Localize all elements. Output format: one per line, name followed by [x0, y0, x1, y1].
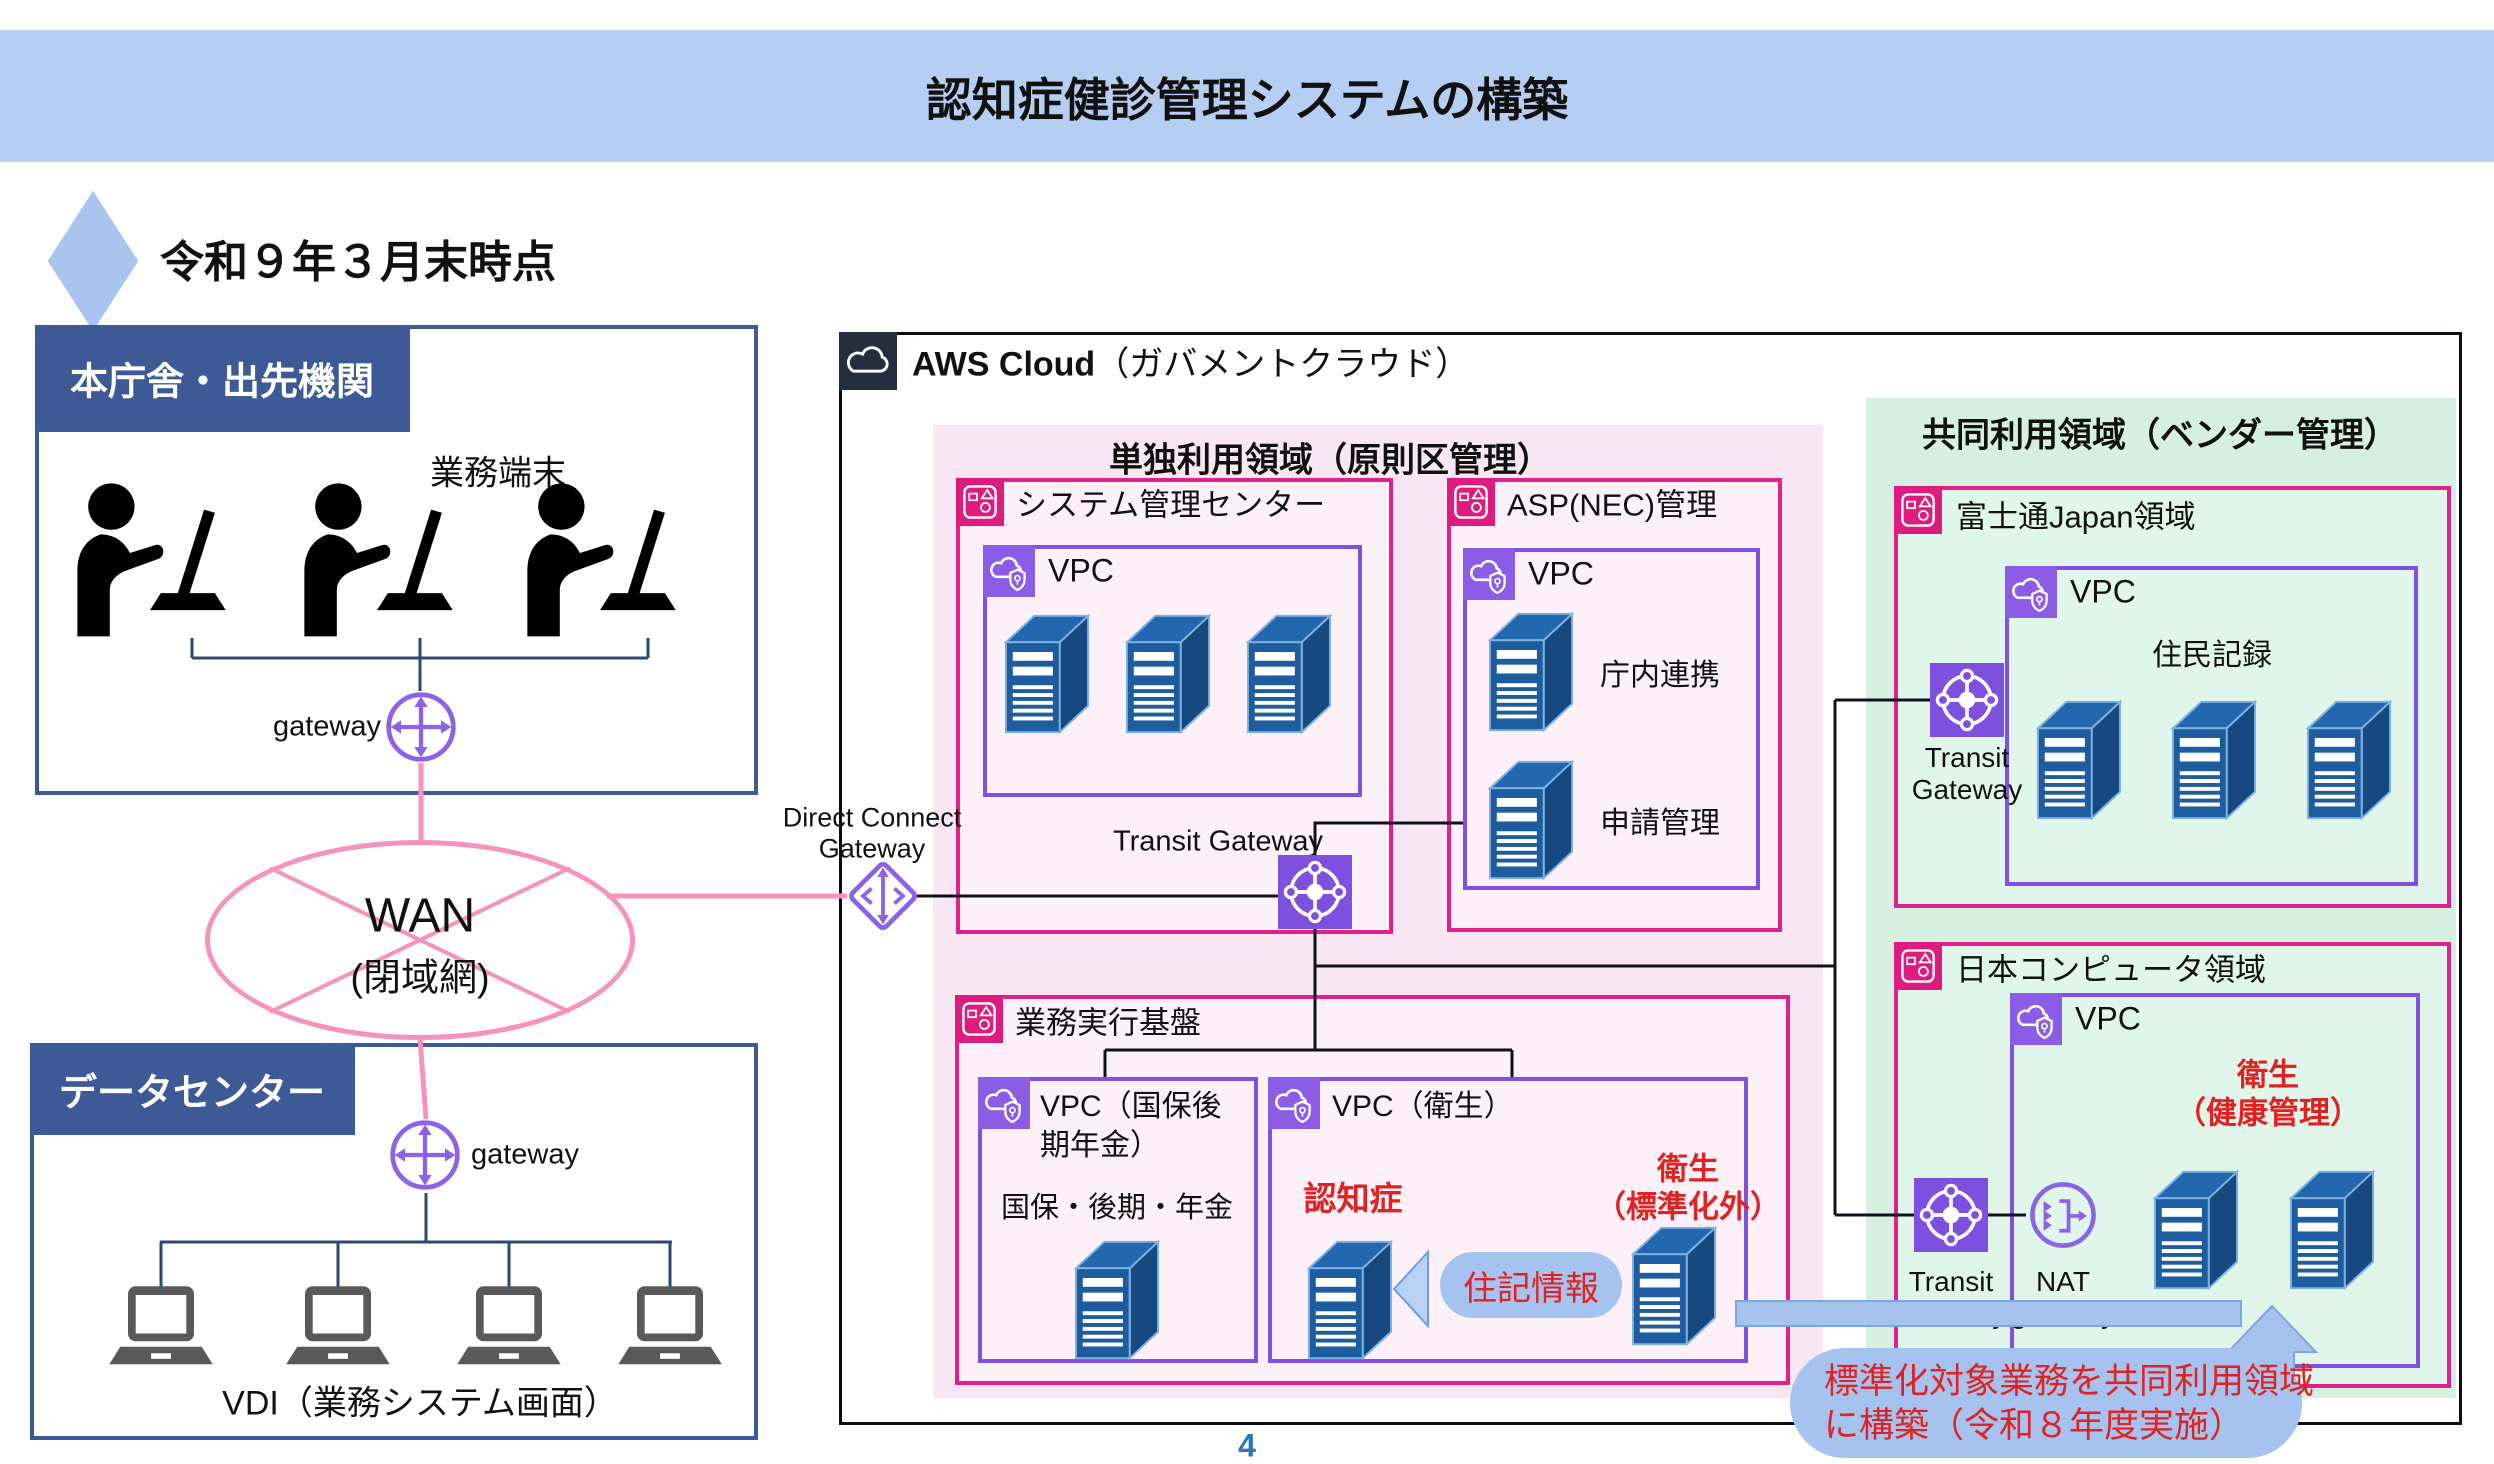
exec-vpc1-box	[978, 1077, 1258, 1363]
exec-vpc2-box	[1268, 1077, 1748, 1363]
aws-header-ja: （ガバメントクラウド）	[1095, 345, 1470, 384]
fujitsu-tgw-label-1: Transit	[1924, 742, 2010, 773]
gateway-icon	[387, 1117, 463, 1193]
asp-title: ASP(NEC)管理	[1507, 487, 1718, 523]
vpc-icon	[2010, 993, 2062, 1045]
exec-vpc1-caption: 国保・後期・年金	[1000, 1192, 1234, 1224]
jc-eisei-label-2: （健康管理）	[2175, 1095, 2361, 1131]
vpc-icon	[1268, 1077, 1320, 1129]
datacenter-header: データセンター	[58, 1072, 326, 1115]
migration-bar	[1735, 1300, 2242, 1327]
shared-region-header: 共同利用領域（ベンダー管理）	[1922, 416, 2398, 455]
nat-gateway-icon	[2026, 1178, 2100, 1252]
vpc-icon	[983, 545, 1035, 597]
fujitsu-tgw-label-2: Gateway	[1911, 774, 2023, 805]
sysmgmt-title: システム管理センター	[1016, 487, 1326, 523]
juki-pill: 住記情報	[1440, 1252, 1622, 1318]
eisei-label-2: （標準化外）	[1595, 1189, 1781, 1225]
server-icon	[1003, 612, 1091, 736]
direct-connect-gateway-icon	[845, 858, 921, 934]
vdi-terminal-icon	[106, 1284, 216, 1372]
office-header-bar	[35, 325, 410, 432]
person-at-laptop-icon	[515, 473, 685, 653]
sysmgmt-vpc-box	[983, 545, 1362, 797]
fujitsu-caption: 住民記録	[2152, 639, 2272, 672]
aws-header-en: AWS Cloud	[912, 345, 1096, 384]
server-icon	[2305, 698, 2393, 822]
direct-connect-label-1: Direct Connect	[782, 802, 962, 833]
aws-cloud-icon	[839, 332, 897, 390]
fujitsu-vpc-box	[2005, 566, 2418, 886]
account-region-icon	[1894, 486, 1942, 534]
page-number: 4	[1238, 1427, 1256, 1464]
account-region-icon	[956, 478, 1004, 526]
transit-gateway-icon	[1278, 855, 1352, 929]
wan-label: WAN	[364, 889, 476, 943]
jc-tgw-label-1: Transit	[1908, 1266, 1994, 1297]
asp-server1-label: 庁内連携	[1600, 659, 1720, 692]
jc-eisei-label-1: 衛生	[2237, 1057, 2299, 1093]
asp-server2-label: 申請管理	[1600, 807, 1720, 840]
vpc-icon	[1463, 548, 1515, 600]
sysmgmt-vpc-label: VPC	[1048, 552, 1114, 589]
dementia-label: 認知症	[1303, 1180, 1403, 1217]
vdi-label: VDI（業務システム画面）	[222, 1384, 618, 1423]
jc-nat-label-1: NAT	[2036, 1266, 2090, 1297]
aws-header: AWS Cloud（ガバメントクラウド）	[912, 337, 1469, 386]
direct-connect-label-2: Gateway	[818, 833, 926, 864]
vdi-terminal-icon	[454, 1284, 564, 1372]
person-at-laptop-icon	[65, 473, 235, 653]
account-region-icon	[1894, 942, 1942, 990]
server-icon	[1245, 612, 1333, 736]
exec-title: 業務実行基盤	[1015, 1005, 1201, 1041]
wan-sublabel: (閉域網)	[350, 957, 490, 1000]
fujitsu-title: 富士通Japan領域	[1956, 499, 2196, 535]
server-icon	[2035, 698, 2123, 822]
jc-title: 日本コンピュータ領域	[1956, 952, 2266, 988]
juki-pill-label: 住記情報	[1463, 1269, 1599, 1308]
diamond-bullet	[47, 190, 139, 332]
server-icon	[1487, 758, 1575, 882]
subtitle: 令和９年３月末時点	[160, 238, 556, 287]
datacenter-gateway-label: gateway	[470, 1138, 580, 1171]
person-at-laptop-icon	[292, 473, 462, 653]
server-icon	[2288, 1168, 2376, 1292]
solo-region-header: 単独利用領域（原則区管理）	[1109, 441, 1551, 480]
office-gateway-label: gateway	[272, 710, 382, 743]
vdi-terminal-icon	[615, 1284, 725, 1372]
transit-gateway-label: Transit Gateway	[1112, 825, 1324, 858]
asp-vpc-box	[1463, 548, 1760, 890]
asp-vpc-label: VPC	[1528, 555, 1594, 592]
gateway-icon	[383, 689, 459, 765]
server-icon	[1306, 1238, 1394, 1362]
server-icon	[2170, 698, 2258, 822]
callout-line-2: に構築（令和８年度実施）	[1824, 1406, 2245, 1445]
transit-gateway-icon	[1930, 663, 2004, 737]
transit-gateway-icon	[1914, 1178, 1988, 1252]
server-icon	[2152, 1168, 2240, 1292]
office-header: 本庁舎・出先機関	[69, 361, 375, 404]
account-region-icon	[955, 995, 1003, 1043]
vpc-icon	[978, 1077, 1030, 1129]
office-terminals-label: 業務端末	[430, 454, 566, 493]
callout-bubble: 標準化対象業務を共同利用領域 に構築（令和８年度実施）	[1790, 1348, 2315, 1458]
title-band	[0, 30, 2494, 162]
eisei-label-1: 衛生	[1657, 1151, 1719, 1187]
callout-line-1: 標準化対象業務を共同利用領域	[1824, 1362, 2315, 1401]
datacenter-header-bar	[30, 1043, 355, 1135]
vdi-terminal-icon	[283, 1284, 393, 1372]
server-icon	[1124, 612, 1212, 736]
vpc-icon	[2005, 566, 2057, 618]
jc-vpc-label: VPC	[2075, 1000, 2141, 1037]
server-icon	[1630, 1224, 1718, 1348]
server-icon	[1073, 1238, 1161, 1362]
exec-vpc1-label-1: VPC（国保後	[1040, 1090, 1222, 1123]
exec-vpc1-label-2: 期年金）	[1040, 1129, 1160, 1162]
account-region-icon	[1447, 478, 1495, 526]
server-icon	[1487, 610, 1575, 734]
page-title: 認知症健診管理システムの構築	[925, 74, 1569, 126]
fujitsu-vpc-label: VPC	[2070, 573, 2136, 610]
exec-vpc2-label: VPC（衛生）	[1332, 1090, 1514, 1123]
